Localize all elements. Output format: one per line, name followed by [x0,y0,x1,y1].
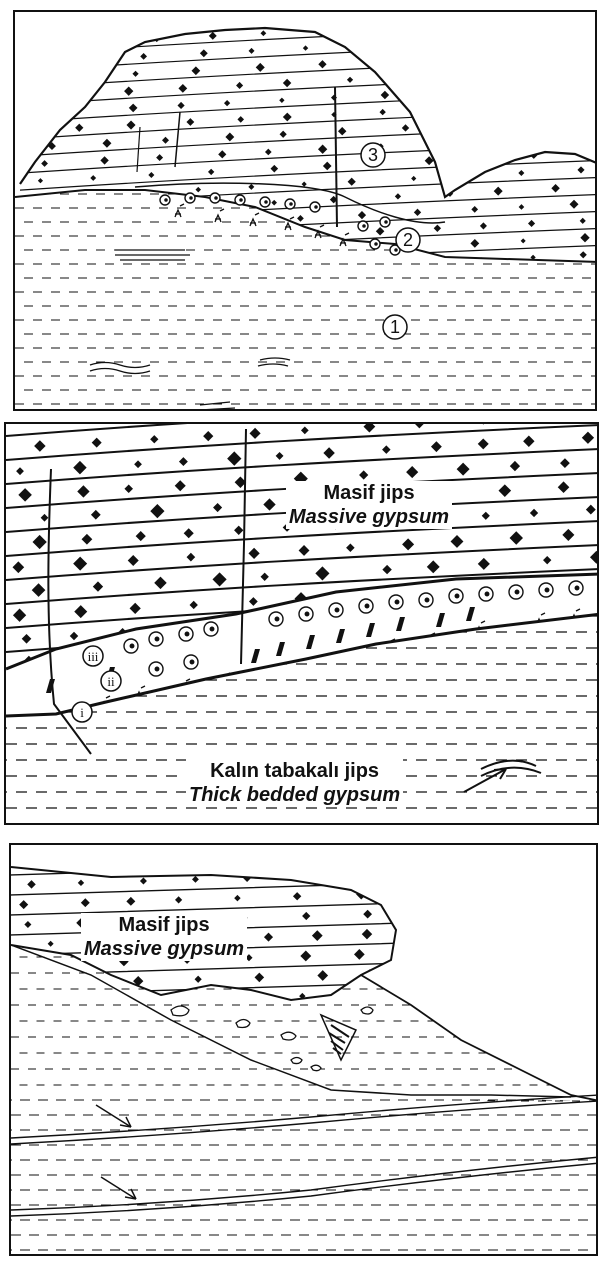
label-turkish: Kalın tabakalı jips [189,759,400,783]
nodular-zone-2 [160,193,400,255]
bedding-arrows [96,1105,136,1199]
thick-bedded-gypsum-label: Kalın tabakalı jips Thick bedded gypsum [186,759,403,807]
sketch-panel-top: 1 2 3 [13,10,597,411]
lamination-marks [90,250,290,410]
sub-unit-label-iii: iii [83,646,103,666]
label-english: Massive gypsum [289,505,449,529]
unit-label-1: 1 [383,315,407,339]
outcrop-sketch-3 [11,845,598,1256]
massive-gypsum-pattern [6,424,599,741]
unit-label-3: 3 [361,143,385,167]
svg-text:ii: ii [107,674,115,689]
outcrop-skyline [20,28,597,197]
gypsum-blocks [171,1006,373,1071]
svg-text:2: 2 [403,230,413,250]
nodular-transition-zone [46,581,583,709]
sketch-panel-middle: i ii iii Masif jips Massive gypsum Kalın… [4,422,599,825]
sketch-panel-bottom: Masif jips Massive gypsum [9,843,598,1256]
slope-profile [361,975,598,1101]
sub-unit-label-ii: ii [101,671,121,691]
massive-gypsum-pattern [15,12,597,338]
massive-gypsum-label: Masif jips Massive gypsum [81,913,247,961]
sub-unit-label-i: i [72,702,92,722]
massive-gypsum-label: Masif jips Massive gypsum [286,481,452,529]
base-contact [15,190,597,262]
svg-text:i: i [80,705,84,720]
label-turkish: Masif jips [289,481,449,505]
svg-text:3: 3 [368,145,378,165]
outcrop-sketch-1: 1 2 3 [15,12,597,411]
svg-text:1: 1 [390,317,400,337]
label-english: Massive gypsum [84,937,244,961]
label-turkish: Masif jips [84,913,244,937]
label-english: Thick bedded gypsum [189,783,400,807]
unit-label-2: 2 [396,228,420,252]
svg-text:iii: iii [88,649,99,664]
bedding-planes [11,1095,598,1216]
